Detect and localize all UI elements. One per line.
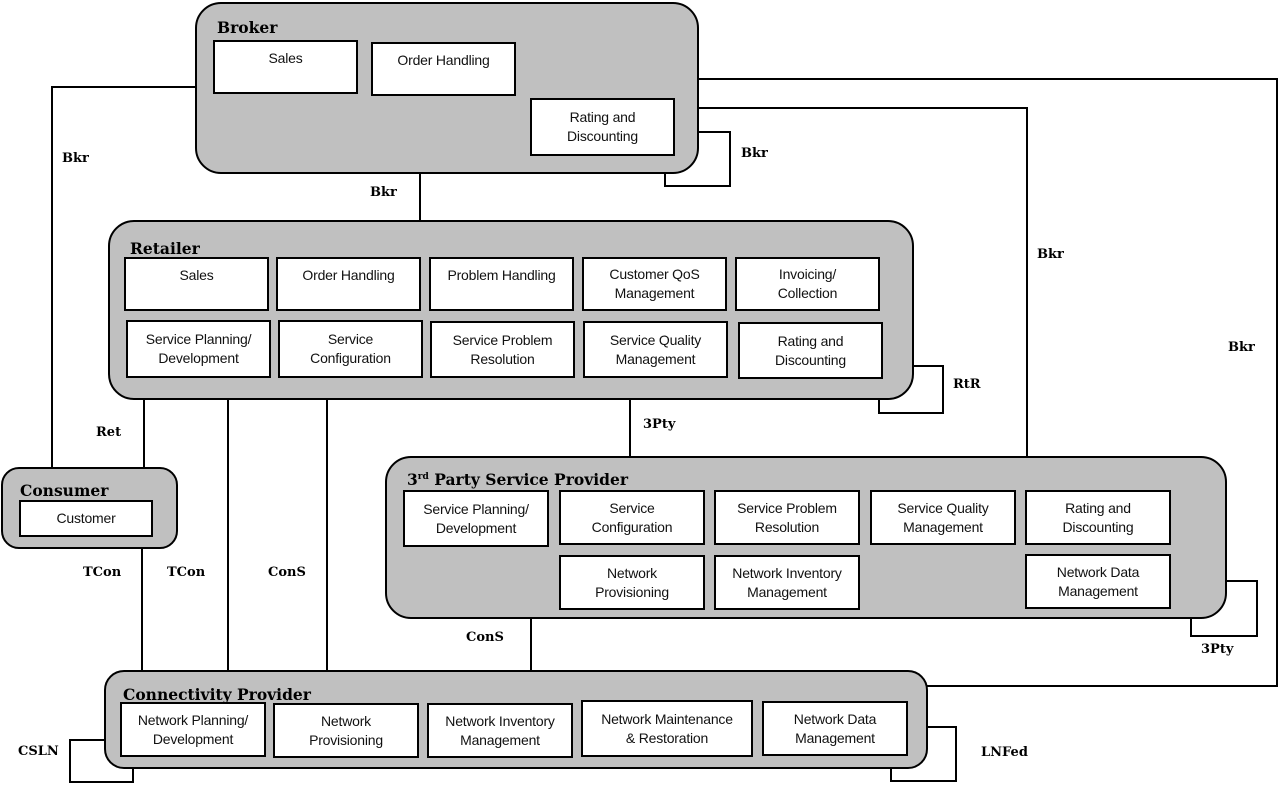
- label-cons-third-party: ConS: [466, 630, 504, 645]
- broker-title: Broker: [217, 18, 278, 37]
- line-rtr-loop: [878, 365, 944, 414]
- label-3pty-self: 3Pty: [1201, 642, 1234, 657]
- broker-rating-discounting-box: Rating and Discounting: [530, 98, 675, 156]
- third-party-title-sup: rd: [417, 471, 429, 482]
- third-party-title-number: 3: [407, 470, 418, 489]
- third-party-title: 3rd Party Service Provider: [407, 472, 628, 488]
- retailer-customer-qos-box: Customer QoS Management: [582, 257, 727, 311]
- line-csln-loop: [69, 739, 134, 783]
- line-bkr-consumer: [51, 86, 197, 469]
- label-3pty-retailer: 3Pty: [643, 417, 676, 432]
- customer-box: Customer: [19, 500, 153, 537]
- tp-service-planning-box: Service Planning/ Development: [403, 490, 549, 547]
- label-bkr-self: Bkr: [741, 146, 768, 161]
- connectivity-title: Connectivity Provider: [123, 685, 311, 704]
- label-cons-retailer: ConS: [268, 565, 306, 580]
- label-lnfed: LNFed: [981, 745, 1028, 760]
- retailer-service-planning-box: Service Planning/ Development: [126, 320, 271, 378]
- cp-network-inventory-box: Network Inventory Management: [427, 703, 573, 758]
- retailer-title: Retailer: [130, 239, 200, 258]
- label-rtr: RtR: [953, 377, 981, 392]
- third-party-title-rest: Party Service Provider: [428, 470, 628, 489]
- tp-service-quality-box: Service Quality Management: [870, 490, 1016, 545]
- tp-rating-discounting-box: Rating and Discounting: [1025, 490, 1171, 545]
- line-3pty-loop: [1190, 580, 1258, 637]
- broker-order-handling-box: Order Handling: [371, 42, 516, 96]
- retailer-sales-box: Sales: [124, 257, 269, 311]
- label-csln: CSLN: [18, 744, 59, 759]
- label-bkr-consumer: Bkr: [62, 151, 89, 166]
- tp-service-problem-box: Service Problem Resolution: [714, 490, 860, 545]
- tp-service-configuration-box: Service Configuration: [559, 490, 705, 545]
- retailer-service-configuration-box: Service Configuration: [278, 320, 423, 378]
- retailer-problem-handling-box: Problem Handling: [429, 257, 574, 311]
- line-bkr-self-loop: [664, 131, 731, 187]
- broker-sales-box: Sales: [213, 40, 358, 94]
- label-bkr-connectivity: Bkr: [1228, 340, 1255, 355]
- cp-network-planning-box: Network Planning/ Development: [120, 702, 266, 757]
- tp-network-inventory-box: Network Inventory Management: [714, 555, 860, 610]
- label-ret: Ret: [96, 425, 122, 440]
- tp-network-provisioning-box: Network Provisioning: [559, 555, 705, 610]
- retailer-service-quality-box: Service Quality Management: [583, 321, 728, 378]
- cp-network-provisioning-box: Network Provisioning: [273, 703, 419, 758]
- line-bkr-connectivity: [698, 78, 1278, 687]
- line-bkr-third-party: [698, 107, 1028, 457]
- cp-network-data-box: Network Data Management: [762, 701, 908, 756]
- label-tcon-retailer: TCon: [167, 565, 206, 580]
- label-bkr-third-party: Bkr: [1037, 247, 1064, 262]
- consumer-title: Consumer: [20, 481, 109, 500]
- cp-network-maintenance-box: Network Maintenance & Restoration: [581, 700, 753, 757]
- tp-network-data-box: Network Data Management: [1025, 554, 1171, 609]
- retailer-invoicing-box: Invoicing/ Collection: [735, 257, 880, 311]
- label-tcon-consumer: TCon: [83, 565, 122, 580]
- retailer-order-handling-box: Order Handling: [276, 257, 421, 311]
- label-bkr-retailer: Bkr: [370, 185, 397, 200]
- retailer-service-problem-box: Service Problem Resolution: [430, 321, 575, 378]
- line-lnfed-loop: [890, 726, 957, 782]
- retailer-rating-discounting-box: Rating and Discounting: [738, 322, 883, 379]
